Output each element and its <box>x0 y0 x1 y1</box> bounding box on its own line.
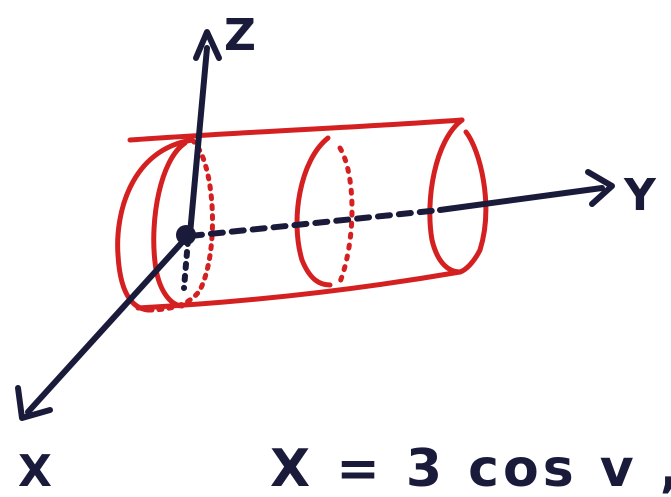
z-axis-hidden-segment <box>181 237 191 291</box>
y-axis-arrowhead <box>585 169 615 207</box>
z-axis-label: Z <box>224 10 256 61</box>
middle-section-back-arc <box>337 145 355 285</box>
y-axis-label: Y <box>623 170 657 221</box>
x-axis-arrowhead <box>15 385 53 421</box>
axes <box>15 29 615 421</box>
x-axis-label: X <box>18 446 52 497</box>
x-axis-line <box>25 235 189 415</box>
z-axis-arrowhead <box>193 29 222 61</box>
y-axis-hidden-segment <box>187 207 443 239</box>
left-end-inner-arc <box>151 140 188 309</box>
right-end-front-arc <box>427 117 465 275</box>
left-end-back-arc <box>145 137 215 313</box>
z-axis-line <box>187 45 210 237</box>
middle-section-front-arc <box>294 135 333 288</box>
cylinder <box>115 117 489 313</box>
y-axis-line <box>437 185 605 213</box>
cylinder-top-edge <box>127 117 465 143</box>
parametric-equation: X = 3 cos v , 3 <box>270 439 671 497</box>
right-end-back-arc <box>457 129 489 275</box>
origin-point <box>176 225 196 245</box>
